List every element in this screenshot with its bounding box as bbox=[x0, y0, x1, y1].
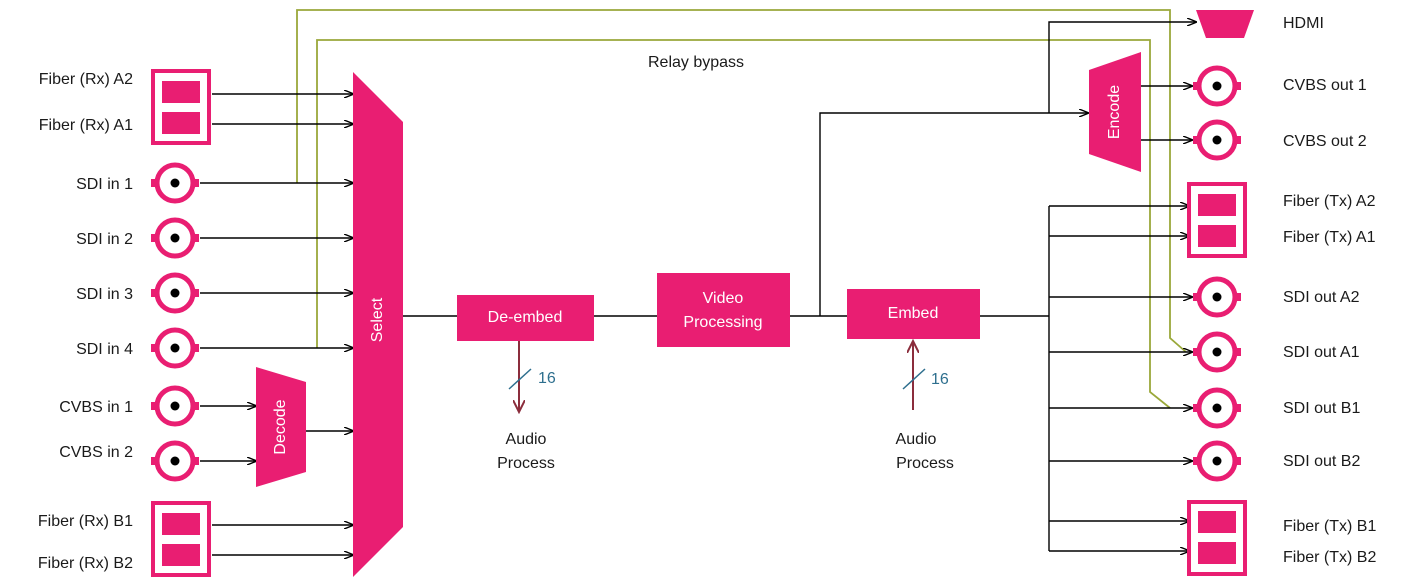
audio-channel-count: 16 bbox=[931, 371, 949, 388]
encode-block: Encode bbox=[1089, 52, 1141, 172]
audio-process-label-line1: Audio bbox=[506, 431, 547, 448]
audio-in-path: 16 Audio Process bbox=[896, 341, 954, 472]
output-label-fiber-tx-b2: Fiber (Tx) B2 bbox=[1283, 549, 1376, 566]
video-processing-label-line1: Video bbox=[703, 290, 744, 307]
hdmi-connector bbox=[1196, 10, 1254, 38]
fiber-tx-b-module bbox=[1187, 500, 1247, 576]
cvbs-out-2-connector bbox=[1193, 119, 1241, 161]
input-label-fiber-rx-a1: Fiber (Rx) A1 bbox=[39, 117, 133, 134]
output-label-fiber-tx-b1: Fiber (Tx) B1 bbox=[1283, 518, 1376, 535]
decode-block: Decode bbox=[256, 367, 306, 487]
relay-bypass-label: Relay bypass bbox=[648, 54, 744, 71]
sdi-in-4-connector bbox=[151, 327, 199, 369]
input-label-sdi-in-2: SDI in 2 bbox=[76, 231, 133, 248]
decode-label: Decode bbox=[272, 399, 289, 454]
deembed-label: De-embed bbox=[488, 309, 563, 326]
output-label-sdi-out-a1: SDI out A1 bbox=[1283, 344, 1360, 361]
output-label-sdi-out-a2: SDI out A2 bbox=[1283, 289, 1360, 306]
sdi-in-3-connector bbox=[151, 272, 199, 314]
output-labels: HDMI CVBS out 1 CVBS out 2 Fiber (Tx) A2… bbox=[1283, 15, 1376, 566]
sdi-out-a1-connector bbox=[1193, 331, 1241, 373]
audio-out-path: 16 Audio Process bbox=[497, 341, 556, 472]
output-label-sdi-out-b1: SDI out B1 bbox=[1283, 400, 1360, 417]
output-label-cvbs-out-1: CVBS out 1 bbox=[1283, 77, 1367, 94]
output-label-hdmi: HDMI bbox=[1283, 15, 1324, 32]
encode-label: Encode bbox=[1106, 85, 1123, 139]
embed-block: Embed bbox=[847, 289, 980, 339]
cvbs-in-2-connector bbox=[151, 440, 199, 482]
input-label-cvbs-in-1: CVBS in 1 bbox=[59, 399, 133, 416]
main-chain-wires bbox=[403, 22, 1196, 551]
audio-process-label-line1: Audio bbox=[896, 431, 937, 448]
cvbs-out-1-connector bbox=[1193, 65, 1241, 107]
output-wires bbox=[1049, 86, 1192, 551]
audio-process-label-line2: Process bbox=[896, 455, 954, 472]
output-label-cvbs-out-2: CVBS out 2 bbox=[1283, 133, 1367, 150]
input-wires bbox=[200, 94, 353, 555]
sdi-in-1-connector bbox=[151, 162, 199, 204]
sdi-in-2-connector bbox=[151, 217, 199, 259]
hdmi-connector-icon bbox=[1196, 10, 1254, 38]
select-block: Select bbox=[353, 72, 403, 577]
deembed-block: De-embed bbox=[457, 295, 594, 341]
embed-label: Embed bbox=[888, 305, 939, 322]
audio-channel-count: 16 bbox=[538, 370, 556, 387]
fiber-rx-b-module bbox=[151, 501, 211, 577]
output-label-fiber-tx-a2: Fiber (Tx) A2 bbox=[1283, 193, 1376, 210]
input-labels: Fiber (Rx) A2 Fiber (Rx) A1 SDI in 1 SDI… bbox=[38, 71, 133, 572]
input-label-sdi-in-1: SDI in 1 bbox=[76, 176, 133, 193]
select-label: Select bbox=[369, 297, 386, 342]
sdi-out-b2-connector bbox=[1193, 440, 1241, 482]
output-label-fiber-tx-a1: Fiber (Tx) A1 bbox=[1283, 229, 1376, 246]
output-label-sdi-out-b2: SDI out B2 bbox=[1283, 453, 1360, 470]
cvbs-in-1-connector bbox=[151, 385, 199, 427]
input-label-fiber-rx-b1: Fiber (Rx) B1 bbox=[38, 513, 133, 530]
input-label-sdi-in-3: SDI in 3 bbox=[76, 286, 133, 303]
input-label-fiber-rx-b2: Fiber (Rx) B2 bbox=[38, 555, 133, 572]
input-label-sdi-in-4: SDI in 4 bbox=[76, 341, 133, 358]
fiber-rx-a-module bbox=[151, 69, 211, 145]
sdi-out-a2-connector bbox=[1193, 276, 1241, 318]
fiber-tx-a-module bbox=[1187, 182, 1247, 258]
input-label-cvbs-in-2: CVBS in 2 bbox=[59, 444, 133, 461]
sdi-out-b1-connector bbox=[1193, 387, 1241, 429]
video-processing-label-line2: Processing bbox=[683, 314, 762, 331]
relay-bypass-path bbox=[296, 9, 1187, 409]
video-processing-block: Video Processing bbox=[657, 273, 790, 347]
audio-process-label-line2: Process bbox=[497, 455, 555, 472]
input-label-fiber-rx-a2: Fiber (Rx) A2 bbox=[39, 71, 133, 88]
